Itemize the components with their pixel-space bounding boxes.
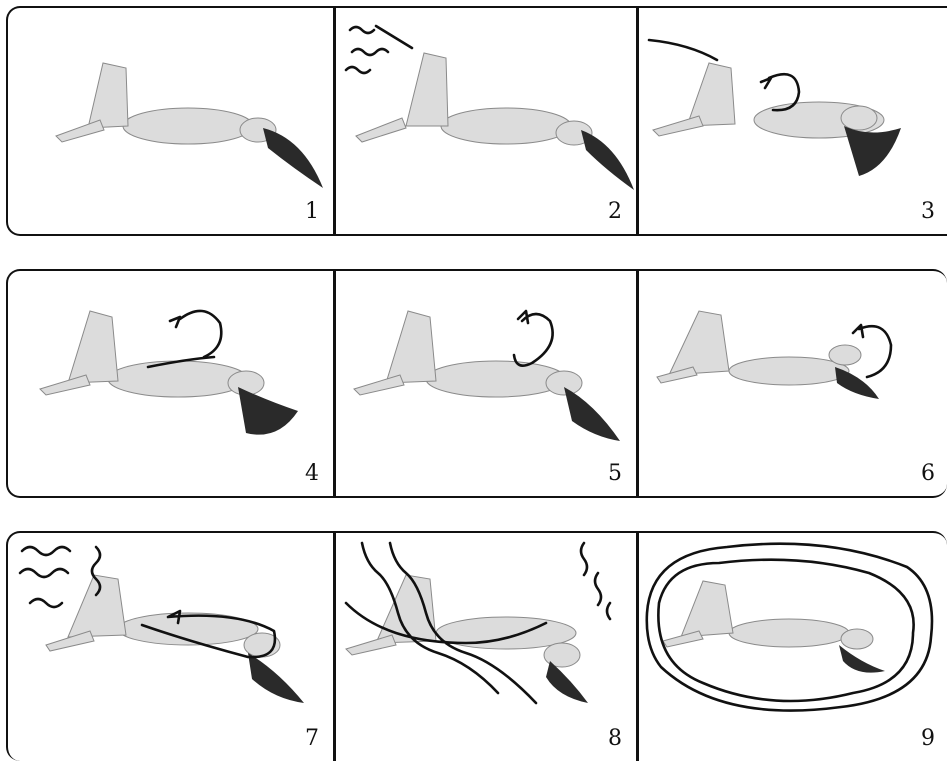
reclining-figure-illustration — [8, 533, 333, 761]
panel-number: 9 — [921, 726, 935, 751]
wavy-motion-line — [346, 26, 412, 73]
panel-8: 8 — [336, 533, 636, 761]
panel-number: 7 — [305, 726, 319, 751]
reclining-figure-illustration — [336, 271, 636, 496]
panel-number: 4 — [305, 461, 319, 486]
reclining-figure-illustration — [336, 533, 636, 761]
panel-7: 7 — [8, 533, 333, 761]
panel-row-1: 1 2 3 — [6, 6, 947, 236]
panel-number: 3 — [921, 199, 935, 224]
reclining-figure-illustration — [336, 8, 636, 234]
panel-4: 4 — [8, 271, 333, 496]
reclining-figure-illustration — [8, 271, 333, 496]
circular-arrow — [514, 311, 553, 366]
panel-number: 2 — [608, 199, 622, 224]
panel-number: 6 — [921, 461, 935, 486]
panel-3: 3 — [639, 8, 947, 234]
arc-motion-line — [649, 40, 717, 60]
circular-arrow — [761, 74, 799, 110]
panel-5: 5 — [336, 271, 636, 496]
reclining-figure-illustration — [639, 8, 947, 234]
panel-9: 9 — [639, 533, 947, 761]
panel-6: 6 — [639, 271, 947, 496]
panel-number: 5 — [608, 461, 622, 486]
panel-2: 2 — [336, 8, 636, 234]
reclining-figure-illustration — [639, 271, 947, 496]
panel-number: 8 — [608, 726, 622, 751]
circular-arrow — [148, 311, 221, 367]
panel-number: 1 — [305, 199, 319, 224]
panel-1: 1 — [8, 8, 333, 234]
reclining-figure-illustration — [8, 8, 333, 234]
panel-row-3: 7 8 9 — [6, 531, 947, 761]
reclining-figure-illustration — [639, 533, 947, 761]
panel-row-2: 4 5 6 — [6, 269, 947, 498]
